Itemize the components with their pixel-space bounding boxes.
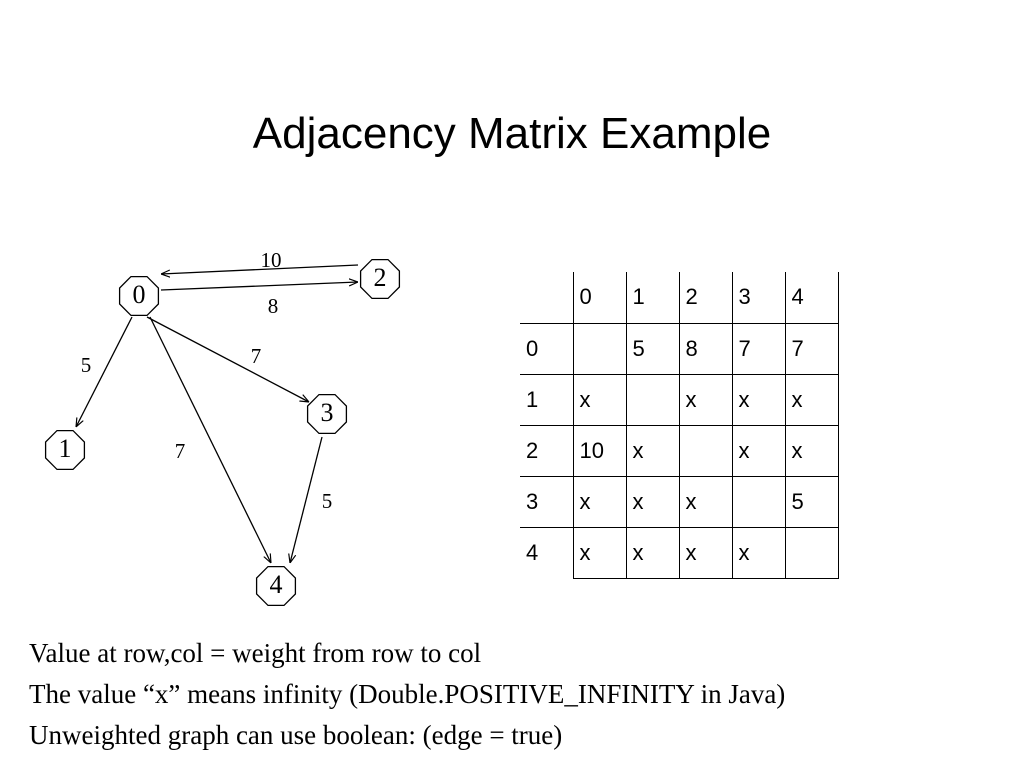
- node-0-octagon: [118, 275, 160, 317]
- slide-title: Adjacency Matrix Example: [252, 109, 772, 158]
- matrix-cell: 8: [678, 322, 733, 375]
- matrix-column-header: 1: [625, 272, 679, 323]
- edge-2-to-0: [161, 264, 359, 274]
- node-1-octagon: [44, 429, 86, 471]
- node-4-octagon: [255, 565, 297, 607]
- matrix-cell: x: [731, 373, 786, 426]
- matrix-column-header: 2: [678, 272, 732, 323]
- matrix-column-header: 3: [731, 272, 785, 323]
- edge-weight-label: 7: [175, 439, 186, 463]
- matrix-row-header: 1: [520, 373, 573, 425]
- matrix-cell: x: [625, 475, 680, 528]
- node-4-label: 4: [270, 570, 283, 599]
- matrix-cell: x: [678, 373, 733, 426]
- matrix-cell: [625, 373, 680, 426]
- matrix-cell: 5: [625, 322, 680, 375]
- node-3-octagon: [306, 393, 348, 435]
- matrix-row-header: 0: [520, 322, 573, 374]
- notes: Value at row,col = weight from row to co…: [29, 633, 785, 756]
- matrix-cell: [572, 322, 627, 375]
- matrix-cell: [678, 424, 733, 477]
- matrix-cell: x: [784, 373, 839, 426]
- matrix-cell: 10: [572, 424, 627, 477]
- edge-0-to-1: [76, 316, 133, 427]
- note-line: Unweighted graph can use boolean: (edge …: [29, 720, 563, 750]
- matrix-cell: x: [625, 424, 680, 477]
- node-0-label: 0: [133, 280, 146, 309]
- note-line: The value “x” means infinity (Double.POS…: [29, 679, 786, 709]
- edge-3-to-4: [290, 436, 323, 563]
- edge-weight-label: 5: [322, 489, 333, 513]
- matrix-cell: x: [784, 424, 839, 477]
- edge-weight-label: 10: [261, 248, 282, 272]
- nodes-layer: 0 1 2 3 4: [44, 258, 401, 607]
- matrix-cell: x: [678, 526, 733, 579]
- matrix-column-header: 4: [784, 272, 839, 323]
- matrix-row-header: 4: [520, 526, 573, 578]
- edge-weight-label: 7: [251, 344, 262, 368]
- matrix-row-header: 3: [520, 475, 573, 527]
- node-3-label: 3: [321, 398, 334, 427]
- matrix-column-header: [520, 272, 573, 323]
- matrix-cell: 7: [784, 322, 839, 375]
- matrix-column-header: 0: [572, 272, 626, 323]
- matrix-cell: 7: [731, 322, 786, 375]
- matrix-row-header: 2: [520, 424, 573, 476]
- matrix-cell: [731, 475, 786, 528]
- edge-0-to-2: [160, 282, 358, 291]
- node-2-label: 2: [374, 263, 387, 292]
- matrix-cell: x: [625, 526, 680, 579]
- matrix-cell: x: [572, 373, 627, 426]
- note-line: Value at row,col = weight from row to co…: [29, 638, 482, 668]
- edge-0-to-3: [146, 316, 309, 402]
- matrix-cell: x: [572, 526, 627, 579]
- matrix-cell: x: [731, 424, 786, 477]
- edge-weight-label: 8: [268, 294, 279, 318]
- matrix-cell: x: [572, 475, 627, 528]
- edges-layer: 10 8 5 7 7 5: [76, 248, 358, 563]
- matrix-cell: 5: [784, 475, 839, 528]
- matrix-cell: [784, 526, 839, 579]
- matrix-cell: x: [678, 475, 733, 528]
- matrix-cell: x: [731, 526, 786, 579]
- edge-0-to-4: [149, 316, 271, 563]
- edge-weight-label: 5: [81, 353, 92, 377]
- node-1-label: 1: [59, 434, 72, 463]
- graph-diagram: 10 8 5 7 7 5 0 1 2 3 4: [44, 248, 401, 607]
- node-2-octagon: [359, 258, 401, 300]
